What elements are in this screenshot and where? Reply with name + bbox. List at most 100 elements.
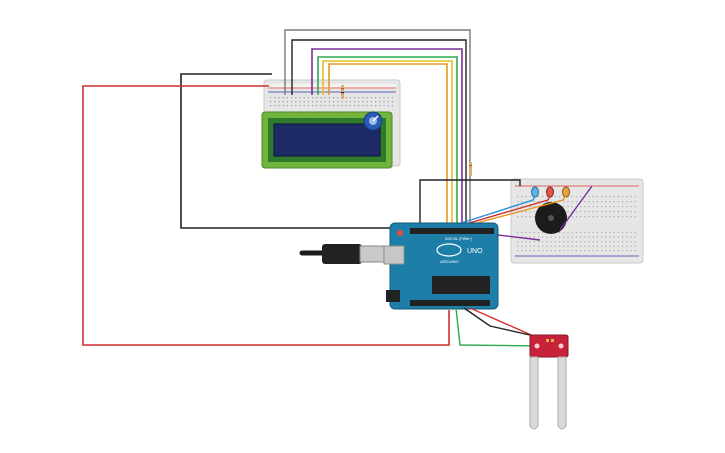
breadboard-hole xyxy=(617,250,619,252)
breadboard-hole xyxy=(630,250,632,252)
breadboard-hole xyxy=(320,101,322,103)
breadboard-hole xyxy=(580,206,582,208)
breadboard-hole xyxy=(320,105,322,107)
wire-red-power[interactable] xyxy=(82,85,450,346)
breadboard-hole xyxy=(282,101,284,103)
breadboard-hole xyxy=(365,113,367,115)
breadboard-hole xyxy=(609,250,611,252)
breadboard-hole xyxy=(307,97,309,99)
resistor-lcd[interactable] xyxy=(341,85,344,99)
potentiometer-icon[interactable] xyxy=(363,111,383,131)
breadboard-hole xyxy=(550,250,552,252)
breadboard-hole xyxy=(550,236,552,238)
breadboard-hole xyxy=(575,245,577,247)
breadboard-hole xyxy=(525,245,527,247)
breadboard-hole xyxy=(546,201,548,203)
breadboard-hole xyxy=(575,216,577,218)
breadboard-hole xyxy=(278,105,280,107)
breadboard-hole xyxy=(337,97,339,99)
breadboard-hole xyxy=(517,216,519,218)
breadboard-hole xyxy=(521,201,523,203)
breadboard-hole xyxy=(525,196,527,198)
wire-green[interactable] xyxy=(317,56,458,228)
breadboard-hole xyxy=(303,101,305,103)
wire-black-gnd[interactable] xyxy=(180,73,434,229)
wire-red-led[interactable] xyxy=(451,195,551,229)
wire-purple[interactable] xyxy=(311,48,463,228)
wire-black-sensor[interactable] xyxy=(463,307,544,339)
breadboard-hole xyxy=(630,211,632,213)
wire-red-sensor[interactable] xyxy=(469,307,539,339)
wire-green-sensor[interactable] xyxy=(455,307,551,347)
breadboard-right[interactable] xyxy=(510,178,644,264)
breadboard-hole xyxy=(533,250,535,252)
breadboard-hole xyxy=(391,105,393,107)
breadboard-hole xyxy=(601,232,603,234)
breadboard-hole xyxy=(630,196,632,198)
breadboard-hole xyxy=(295,97,297,99)
soil-moisture-sensor-icon[interactable] xyxy=(529,334,569,430)
breadboard-hole xyxy=(310,113,312,115)
led-blue[interactable] xyxy=(531,186,539,198)
breadboard-hole xyxy=(278,97,280,99)
wire-black-top[interactable] xyxy=(291,39,467,228)
breadboard-hole xyxy=(588,201,590,203)
breadboard-hole xyxy=(349,97,351,99)
breadboard-hole xyxy=(554,250,556,252)
breadboard-hole xyxy=(630,241,632,243)
breadboard-hole xyxy=(550,245,552,247)
breadboard-hole xyxy=(274,101,276,103)
breadboard-hole xyxy=(605,196,607,198)
breadboard-hole xyxy=(571,250,573,252)
breadboard-hole xyxy=(529,245,531,247)
piezo-buzzer-icon[interactable] xyxy=(535,202,567,234)
breadboard-hole xyxy=(626,232,628,234)
breadboard-hole xyxy=(517,250,519,252)
breadboard-hole xyxy=(613,245,615,247)
breadboard-hole xyxy=(291,101,293,103)
breadboard-hole xyxy=(617,211,619,213)
wire-grey[interactable] xyxy=(284,29,471,228)
arduino-uno-board[interactable]: UNO ARDUINO DIGITAL (PWM~) xyxy=(383,222,499,310)
usb-cable-icon[interactable] xyxy=(299,244,387,264)
breadboard-hole xyxy=(617,232,619,234)
breadboard-hole xyxy=(554,236,556,238)
wire-purple-gnd[interactable] xyxy=(559,185,593,231)
wire-yellow[interactable] xyxy=(322,60,453,228)
lcd-16x2-module[interactable] xyxy=(261,111,393,169)
breadboard-hole xyxy=(592,211,594,213)
breadboard-hole xyxy=(584,241,586,243)
breadboard-hole xyxy=(626,211,628,213)
breadboard-hole xyxy=(533,216,535,218)
breadboard-hole xyxy=(354,105,356,107)
breadboard-hole xyxy=(366,97,368,99)
wire-blue-led[interactable] xyxy=(445,195,536,229)
breadboard-hole xyxy=(617,196,619,198)
breadboard-hole xyxy=(622,211,624,213)
breadboard-hole xyxy=(324,105,326,107)
breadboard-hole xyxy=(596,201,598,203)
wire-orange-led[interactable] xyxy=(457,195,567,229)
breadboard-hole xyxy=(517,245,519,247)
breadboard-hole xyxy=(567,201,569,203)
board-brand-text: UNO xyxy=(467,248,483,255)
breadboard-hole xyxy=(375,101,377,103)
led-red[interactable] xyxy=(546,186,554,198)
breadboard-hole xyxy=(333,101,335,103)
breadboard-hole xyxy=(290,113,292,115)
resistor-right[interactable] xyxy=(469,162,472,176)
breadboard-hole xyxy=(525,236,527,238)
breadboard-hole xyxy=(525,250,527,252)
wire-orange[interactable] xyxy=(328,63,448,228)
breadboard-hole xyxy=(305,113,307,115)
breadboard-hole xyxy=(312,101,314,103)
breadboard-hole xyxy=(529,211,531,213)
wire-black-right[interactable] xyxy=(419,179,521,228)
breadboard-hole xyxy=(316,101,318,103)
breadboard-hole xyxy=(300,113,302,115)
breadboard-hole xyxy=(601,245,603,247)
led-orange[interactable] xyxy=(562,186,570,198)
breadboard-hole xyxy=(291,97,293,99)
breadboard-hole xyxy=(517,201,519,203)
